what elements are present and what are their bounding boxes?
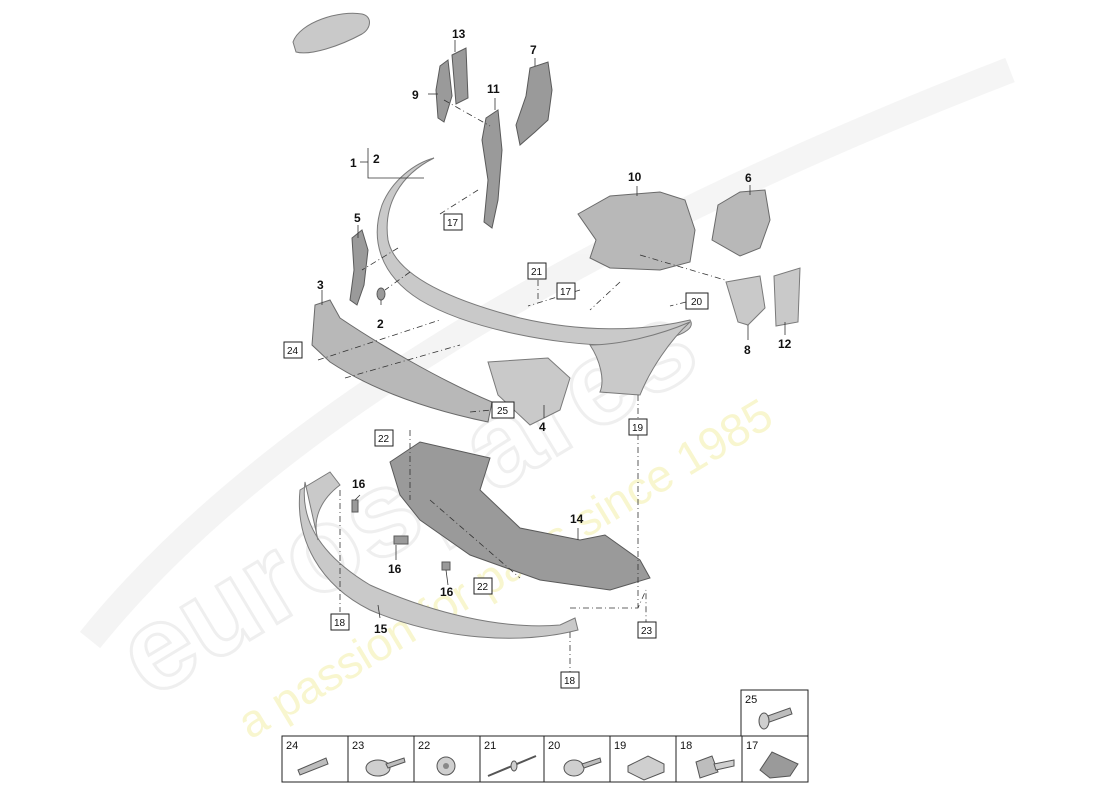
callout-16-a: 16 [352, 477, 366, 491]
svg-text:17: 17 [447, 218, 459, 229]
boxed-callout-23: 23 [637, 621, 657, 639]
svg-text:24: 24 [286, 740, 298, 752]
callout-2: 2 [377, 317, 384, 331]
expansion-rivet-icon [695, 755, 719, 779]
screw-washer-icon [365, 759, 391, 777]
flange-screw-icon [563, 759, 585, 777]
svg-text:21: 21 [484, 740, 496, 752]
callout-5: 5 [354, 211, 361, 225]
bumper-cover-corner [589, 321, 691, 396]
svg-text:22: 22 [378, 434, 390, 445]
svg-text:22: 22 [477, 582, 489, 593]
callout-6: 6 [745, 171, 752, 185]
air-duct-10 [577, 191, 696, 271]
callout-16-b: 16 [388, 562, 402, 576]
legend-cell-22: 22 [413, 735, 481, 783]
callout-8: 8 [744, 343, 751, 357]
boxed-callout-25: 25 [491, 401, 515, 419]
underbody-panel-14 [389, 441, 651, 591]
legend-cell-18: 18 [675, 735, 743, 783]
legend-cell-20: 20 [543, 735, 611, 783]
callout-14: 14 [570, 512, 584, 526]
car-silhouette-icon [292, 12, 370, 54]
legend-cell-23: 23 [347, 735, 415, 783]
deflector-8 [725, 275, 766, 326]
clip-16a [351, 499, 359, 513]
bracket-11 [481, 109, 503, 229]
side-bracket-5 [349, 229, 369, 306]
deflector-12 [773, 267, 801, 327]
plug-2 [376, 287, 386, 301]
callouts: 1 2 2 3 4 5 6 7 8 9 10 11 12 13 14 15 16… [317, 27, 792, 636]
callout-3: 3 [317, 278, 324, 292]
bracket-9 [435, 59, 453, 123]
svg-text:18: 18 [334, 618, 346, 629]
front-spoiler-15 [298, 471, 579, 639]
rivet-clip-icon [297, 757, 329, 776]
callout-15: 15 [374, 622, 388, 636]
callout-7: 7 [530, 43, 537, 57]
legend-cell-17: 17 [741, 735, 809, 783]
legend-row: 24 23 22 21 2 [281, 735, 809, 783]
callout-12: 12 [778, 337, 792, 351]
vent-cover-4 [487, 357, 571, 426]
svg-text:21: 21 [531, 267, 543, 278]
callout-13: 13 [452, 27, 466, 41]
callout-11: 11 [487, 82, 500, 96]
svg-text:17: 17 [560, 287, 572, 298]
clip-16c [441, 561, 451, 571]
air-duct-6 [711, 189, 771, 257]
bumper-cover [376, 157, 692, 346]
bracket-13 [451, 47, 469, 105]
svg-text:19: 19 [632, 423, 644, 434]
boxed-callout-19: 19 [628, 418, 648, 436]
boxed-callout-21: 21 [527, 262, 547, 280]
spring-clip-icon [627, 755, 665, 781]
boxed-callout-17b: 17 [556, 282, 576, 300]
svg-text:20: 20 [548, 740, 560, 752]
boxed-callout-22b: 22 [473, 577, 493, 595]
boxed-callout-24: 24 [283, 341, 303, 359]
boxed-callout-17a: 17 [443, 213, 463, 231]
callout-16-c: 16 [440, 585, 454, 599]
svg-text:23: 23 [352, 740, 364, 752]
legend-cell-24: 24 [281, 735, 349, 783]
svg-text:18: 18 [680, 740, 692, 752]
svg-text:18: 18 [564, 676, 576, 687]
callout-9: 9 [412, 88, 419, 102]
svg-text:24: 24 [287, 346, 299, 357]
callout-1: 1 [350, 156, 357, 170]
boxed-callout-18a: 18 [330, 613, 350, 631]
fastener-legend: 25 24 23 22 2 [281, 689, 809, 783]
svg-text:25: 25 [745, 694, 757, 706]
boxed-callout-22a: 22 [374, 429, 394, 447]
bracket-clip-icon [759, 751, 799, 779]
legend-cell-19: 19 [609, 735, 677, 783]
boxed-callout-20: 20 [685, 292, 709, 310]
callout-4: 4 [539, 420, 546, 434]
svg-text:20: 20 [691, 297, 703, 308]
grille-3 [311, 299, 493, 423]
svg-text:25: 25 [497, 406, 509, 417]
legend-cell-25: 25 [740, 689, 809, 737]
callout-2-top: 2 [373, 152, 380, 166]
svg-text:19: 19 [614, 740, 626, 752]
svg-text:22: 22 [418, 740, 430, 752]
boxed-callout-18b: 18 [560, 671, 580, 689]
clip-16b [393, 535, 409, 545]
svg-text:23: 23 [641, 626, 653, 637]
callout-10: 10 [628, 170, 642, 184]
svg-text:17: 17 [746, 740, 758, 752]
boxed-callouts: 17 21 17 20 24 25 22 19 22 18 23 18 [283, 213, 709, 689]
bracket-7 [515, 61, 553, 146]
legend-cell-21: 21 [479, 735, 545, 783]
